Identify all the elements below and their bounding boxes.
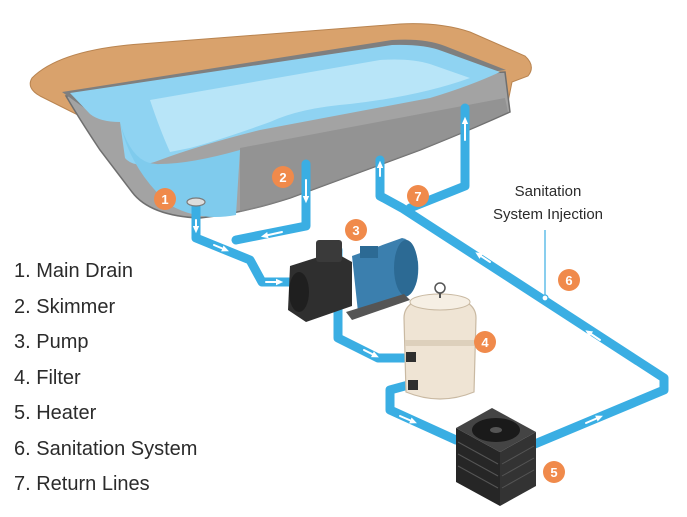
legend-item-main-drain: 1. Main Drain — [14, 260, 133, 282]
pipe-filter-to-heater — [385, 379, 461, 445]
badge-main-drain: 1 — [154, 188, 176, 210]
pipe-heater-return — [375, 167, 669, 451]
pump-strainer-top — [316, 240, 342, 262]
flow-arrow — [585, 330, 601, 341]
pump-base — [346, 294, 410, 320]
badge-filter: 4 — [474, 331, 496, 353]
filter-band — [405, 340, 475, 346]
filter — [403, 282, 477, 400]
legend-item-skimmer: 2. Skimmer — [14, 295, 116, 318]
main-drain — [186, 197, 206, 207]
badges: 1 2 3 4 5 6 7 — [154, 166, 580, 483]
pool-water-highlight — [150, 59, 470, 152]
svg-text:4: 4 — [481, 335, 489, 350]
badge-sanitation: 6 — [558, 269, 580, 291]
badge-skimmer: 2 — [272, 166, 294, 188]
flow-arrow — [260, 231, 283, 239]
pump — [288, 238, 419, 322]
legend-item-heater: 5. Heater — [14, 402, 97, 424]
pool-water-front — [120, 122, 240, 218]
svg-text:5: 5 — [550, 465, 557, 480]
svg-text:2: 2 — [279, 170, 286, 185]
svg-text:7: 7 — [414, 189, 421, 204]
heater — [456, 408, 536, 506]
flow-arrow — [585, 415, 603, 424]
filter-gauge — [434, 282, 446, 294]
component-legend: 1. Main Drain 2. Skimmer 3. Pump 4. Filt… — [14, 256, 197, 505]
badge-pump: 3 — [345, 219, 367, 241]
pump-inlet — [289, 272, 309, 312]
filter-port-upper — [406, 352, 416, 362]
legend-item-return-lines: 7. Return Lines — [14, 473, 150, 495]
filter-port-lower — [408, 380, 418, 390]
flow-arrow — [475, 252, 491, 263]
pump-motor-end — [394, 240, 418, 296]
pool — [29, 23, 532, 219]
badge-heater: 5 — [543, 461, 565, 483]
badge-return-lines: 7 — [407, 185, 429, 207]
svg-text:1: 1 — [161, 192, 168, 207]
heater-fan-hub — [490, 427, 502, 433]
pump-terminal-box — [360, 246, 378, 258]
svg-text:3: 3 — [352, 223, 359, 238]
callout-line-2: System Injection — [493, 206, 603, 223]
callout-line-1: Sanitation — [515, 183, 582, 200]
flow-arrow — [363, 349, 379, 358]
legend-item-filter: 4. Filter — [14, 366, 81, 389]
heater-grille — [457, 441, 535, 489]
flow-arrow — [399, 415, 417, 424]
sanitation-injection-point — [541, 294, 549, 302]
legend-item-sanitation-system: 6. Sanitation System — [14, 437, 198, 460]
svg-text:6: 6 — [565, 273, 572, 288]
legend-item-pump: 3. Pump — [14, 331, 89, 353]
flow-arrow — [213, 244, 229, 252]
